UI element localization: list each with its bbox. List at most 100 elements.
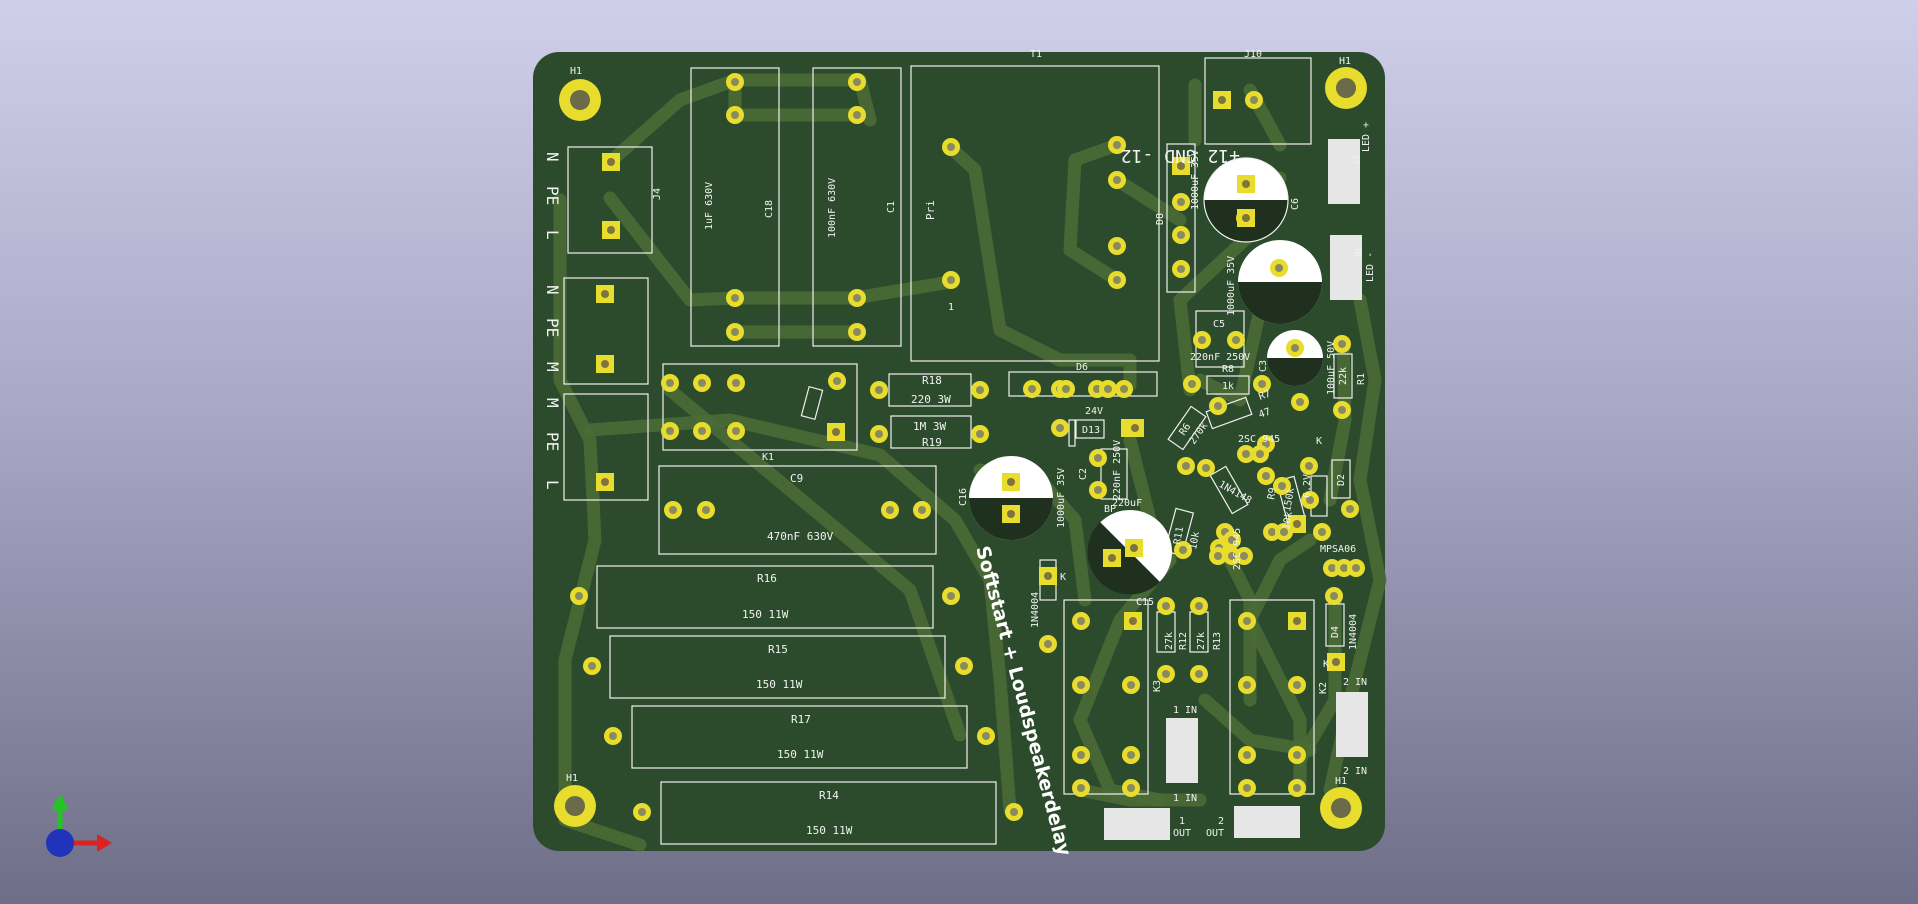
d2-value: 6.2V [1302,474,1313,498]
c18-value: 1uF 630V [704,182,715,230]
c5-ref: C5 [1213,319,1225,330]
r8-value: 1k [1222,381,1234,392]
d2-ref: D2 [1336,474,1347,486]
d8-ref: D8 [1155,213,1166,225]
c3-ref: C3 [1258,360,1269,372]
c5-value: 220nF 250V [1190,352,1250,363]
d13-ref: D13 [1082,425,1100,436]
c2-value: 220nF 250V [1112,440,1123,500]
c6-ref: C6 [1290,198,1301,210]
r8-ref: R8 [1222,364,1234,375]
r14-ref: R14 [819,789,839,802]
d4-ref: D4 [1330,626,1341,638]
in2-label: 2 IN [1343,766,1367,777]
r11-ref: R11 [1172,526,1186,546]
c16-ref: C16 [958,488,969,506]
c9-value: 470nF 630V [767,530,834,543]
out2-label: OUT [1206,828,1224,839]
k-mark: K [1060,572,1066,583]
r9-ref: R9 [1266,487,1279,501]
label-t1: T1 [1030,49,1042,60]
label-1: 1 [948,302,954,313]
c18-ref: C18 [764,200,775,218]
c3-value: 100uF 50V [1326,341,1337,395]
label-l: L [543,480,562,490]
label-m: M [543,398,562,408]
r6-value: 270k [1187,421,1210,447]
j7-ref: J7 [1350,154,1360,165]
label-pri: Pri [924,200,937,220]
label-pe: PE [543,432,562,451]
label-m: M [543,362,562,372]
mpsa-label: MPSA06 [1320,544,1356,555]
r12-ref: R12 [1178,632,1189,650]
label-h1: H1 [1339,56,1351,67]
axes-gizmo[interactable] [40,790,120,870]
label-j10: J10 [1244,49,1262,60]
c9-ref: C9 [790,472,803,485]
r12-value: 27k [1164,632,1175,650]
c15-ref: C15 [1136,597,1154,608]
j8-ref: J8 [1352,246,1362,257]
r1-value: 22k [1338,367,1349,385]
r19-ref: R19 [922,436,942,449]
r18-value: 220 3W [911,393,951,406]
d13-value: 24V [1085,406,1103,417]
label-j4: J4 [652,188,663,200]
in2-label: 2 IN [1343,677,1367,688]
r13-ref: R13 [1212,632,1223,650]
k3-ref: K3 [1152,680,1163,692]
r7-value: 47 [1257,406,1272,420]
c2-ref: C2 [1078,468,1089,480]
r11-value: 10k [1188,531,1202,551]
r14-value: 150 11W [806,824,853,837]
q-mid-label: 2SC 945 [1232,528,1243,570]
power-label: +12 GND -12 [1121,145,1240,166]
r19-value: 1M 3W [913,420,946,433]
r10-value: 10k [1281,511,1295,531]
label-n: N [543,152,562,162]
label-h1: H1 [1335,776,1347,787]
d4-value: 1N4004 [1348,614,1359,650]
in1-label: 1 IN [1173,793,1197,804]
d6-ref: D6 [1076,362,1088,373]
r15-ref: R15 [768,643,788,656]
r17-value: 150 11W [777,748,824,761]
c16-value: 1000uF 35V [1056,468,1067,528]
z-axis-dot [46,829,74,857]
out1-label: OUT [1173,828,1191,839]
board-title: Softstart + Loudspeakerdelay [971,544,1075,859]
c7-value: 1000uF 35V [1226,256,1237,316]
c4-value: 1000uF 35V [1190,150,1201,210]
r1-ref: R1 [1356,373,1367,385]
k2-ref: K2 [1318,682,1329,694]
label-n: N [543,285,562,295]
c1-ref: C1 [886,201,897,213]
out2-number: 2 [1218,816,1224,827]
r17-ref: R17 [791,713,811,726]
label-pe: PE [543,318,562,337]
d3-value: 1N4004 [1030,592,1041,628]
r7-ref: R7 [1257,388,1272,402]
k-mark: K [1323,659,1329,670]
label-h1: H1 [570,66,582,77]
r16-value: 150 11W [742,608,789,621]
k1-ref: K1 [762,452,774,463]
k-mark: K [1316,436,1322,447]
label-pe: PE [543,186,562,205]
c13-value: 220uF [1112,498,1142,509]
in1-label: 1 IN [1173,705,1197,716]
out1-number: 1 [1179,816,1185,827]
r16-ref: R16 [757,572,777,585]
led-minus: LED - [1365,252,1376,282]
y-axis-head [51,794,69,810]
r9-value: 150k [1282,487,1297,513]
label-l: L [543,230,562,240]
c1-value: 100nF 630V [827,178,838,238]
label-h1: H1 [566,773,578,784]
r15-value: 150 11W [756,678,803,691]
led-plus: LED + [1361,122,1372,152]
r13-value: 27k [1196,632,1207,650]
